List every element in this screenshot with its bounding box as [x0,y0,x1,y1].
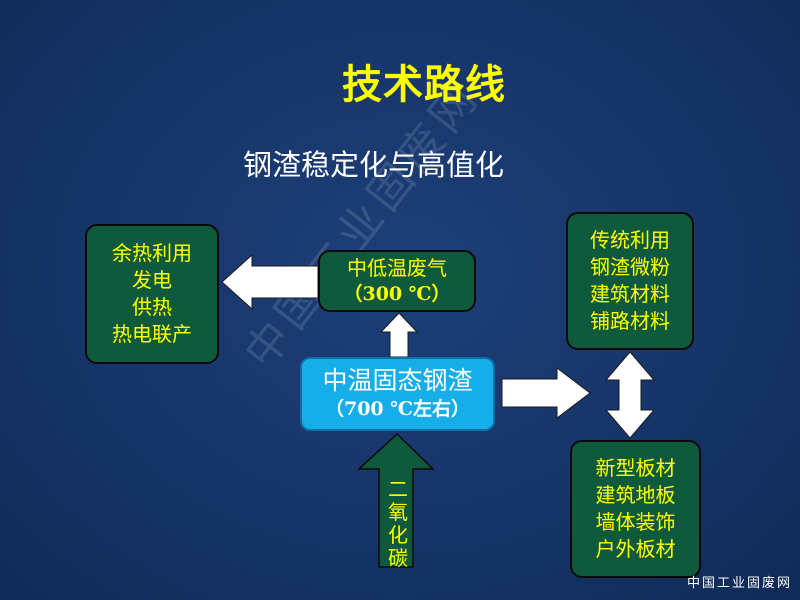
gas-line-1: 中低温废气 [347,256,447,280]
new-item: 墙体装饰 [595,510,676,534]
traditional-use-box: 传统利用 钢渣微粉 建筑材料 铺路材料 [566,212,694,350]
center-line-1: 中温固态钢渣 [322,366,473,395]
page-title: 技术路线 [342,62,506,108]
trad-item: 铺路材料 [590,309,670,333]
co2-label: 二氧化碳 [388,477,408,570]
arrow-up [379,312,419,358]
arrow-double-vertical [604,351,656,439]
trad-item: 建筑材料 [590,282,670,306]
trad-item: 传统利用 [590,228,670,252]
exhaust-gas-box: 中低温废气 （300 ℃） [318,250,476,312]
heat-item: 供热 [132,295,172,319]
new-board-box: 新型板材 建筑地板 墙体装饰 户外板材 [570,440,701,578]
steel-slag-center-box: 中温固态钢渣 （700 ℃左右） [300,357,495,431]
new-item: 户外板材 [595,537,676,561]
page-subtitle: 钢渣稳定化与高值化 [243,148,505,182]
arrow-left [221,253,319,311]
heat-item: 发电 [132,268,172,292]
heat-item: 余热利用 [112,241,192,265]
center-line-2: （700 ℃左右） [324,398,471,420]
heat-item: 热电联产 [112,322,192,346]
corner-watermark: 中国工业固废网 [686,576,792,591]
new-item: 建筑地板 [595,483,676,507]
trad-item: 钢渣微粉 [590,255,670,279]
arrow-co2-up [357,432,435,568]
gas-line-2: （300 ℃） [343,283,451,305]
arrow-right [501,366,591,420]
heat-utilization-box: 余热利用 发电 供热 热电联产 [85,224,219,364]
new-item: 新型板材 [595,456,676,480]
